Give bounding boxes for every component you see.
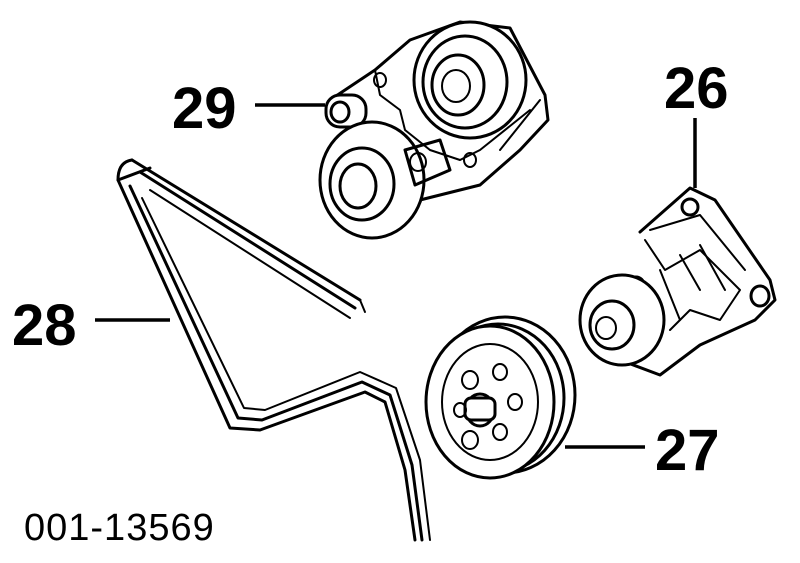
callout-27: 27: [655, 418, 720, 483]
callout-26: 26: [664, 56, 729, 121]
water-pump: [578, 186, 777, 377]
water-pump-pulley: [424, 315, 577, 480]
figure-id: 001-13569: [24, 507, 215, 549]
belt-tensioner: [318, 20, 550, 240]
callout-28: 28: [12, 293, 77, 358]
callout-29: 29: [172, 76, 237, 141]
drive-belt: [116, 158, 431, 542]
